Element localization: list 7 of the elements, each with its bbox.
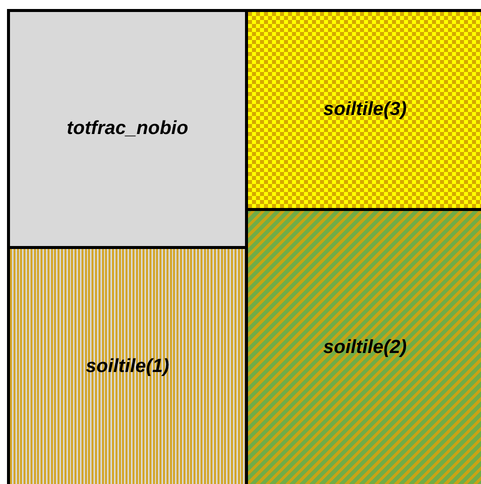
region-label: soiltile(2) [323,337,407,359]
region-box [245,208,481,484]
region-box [7,246,248,484]
region-label: soiltile(3) [323,99,407,121]
region-box [7,9,248,249]
region-box [245,9,481,211]
region-label: totfrac_nobio [66,118,188,140]
